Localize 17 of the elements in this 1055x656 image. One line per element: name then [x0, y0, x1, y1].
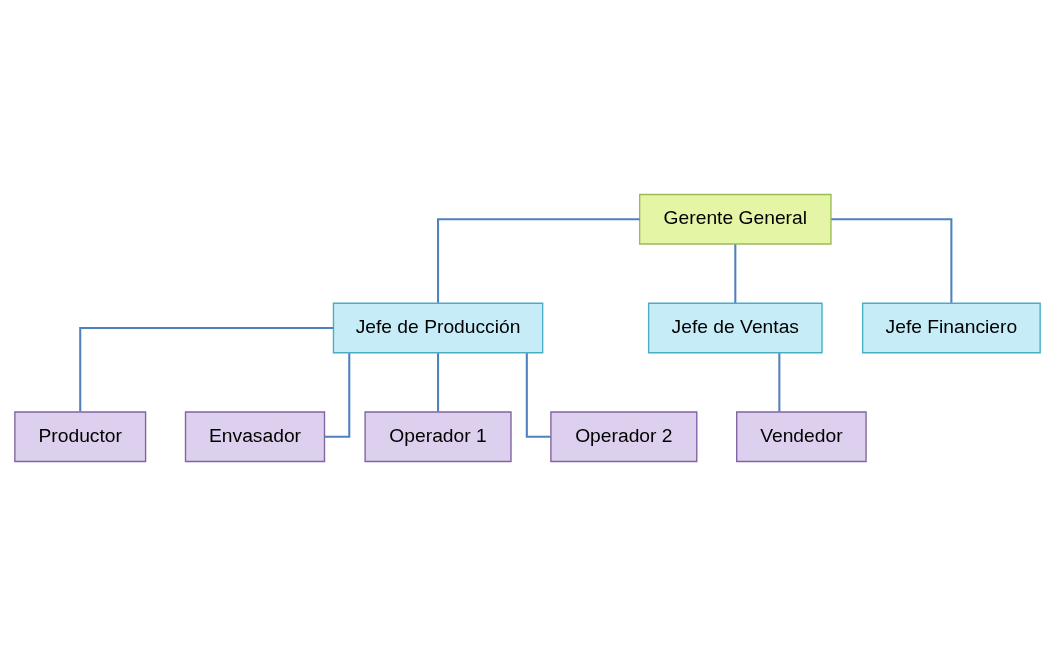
connector: [831, 218, 953, 303]
node-box: Jefe Financiero: [861, 302, 1041, 354]
connector: [324, 353, 351, 438]
node-box: Gerente General: [638, 193, 832, 245]
connector: [525, 353, 551, 438]
node-box: Operador 2: [550, 411, 698, 463]
connector: [79, 326, 334, 412]
node-box: Jefe de Producción: [332, 302, 544, 354]
node-box: Productor: [14, 411, 147, 463]
node-box: Vendedor: [736, 411, 867, 463]
node-box: Operador 1: [364, 411, 512, 463]
connector: [778, 353, 781, 412]
connector: [734, 244, 737, 303]
connector: [437, 353, 440, 412]
connector: [437, 218, 640, 303]
node-box: Envasador: [184, 411, 326, 463]
node-box: Jefe de Ventas: [647, 302, 823, 354]
